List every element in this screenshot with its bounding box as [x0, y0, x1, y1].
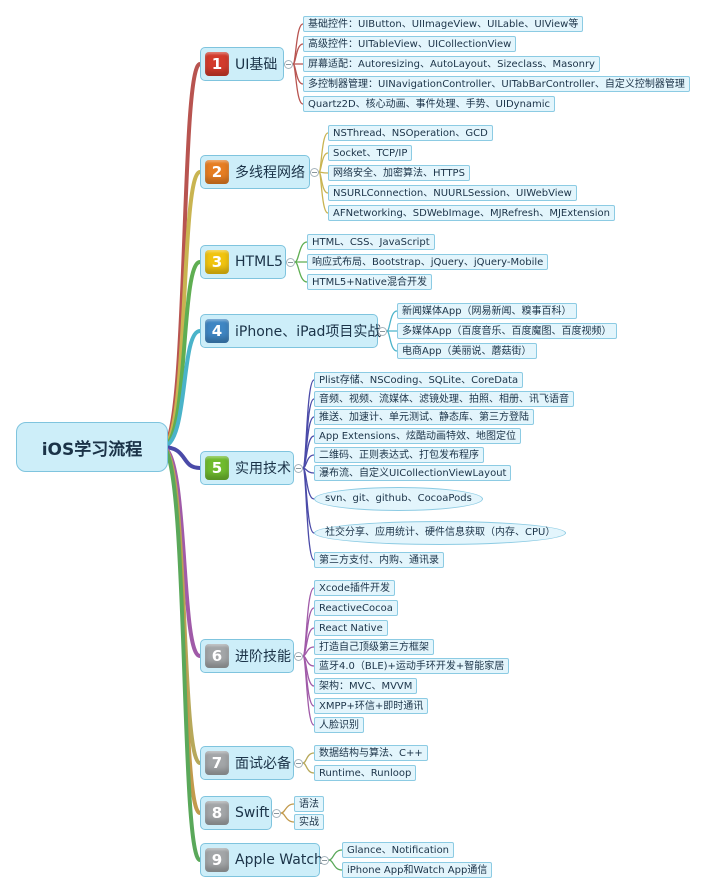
branch-iphone-ipad-projects[interactable]: 4 iPhone、iPad项目实战: [200, 314, 382, 348]
leaf-react-native[interactable]: React Native: [314, 620, 388, 636]
branch-label: 进阶技能: [235, 649, 291, 665]
branch-label: Swift: [235, 805, 270, 821]
leaf-payments[interactable]: 第三方支付、内购、通讯录: [314, 552, 444, 568]
branch-label: iPhone、iPad项目实战: [235, 324, 382, 340]
branch-multithreading-network[interactable]: 2 多线程网络: [200, 155, 310, 189]
collapse-toggle-icon[interactable]: [294, 651, 303, 661]
leaf-social-sharing[interactable]: 社交分享、应用统计、硬件信息获取（内存、CPU）: [314, 521, 567, 545]
branch-leaf-connector: [318, 132, 329, 173]
branch-leaf-connector: [292, 43, 304, 65]
branch-label: 面试必备: [235, 756, 291, 772]
leaf-threads[interactable]: NSThread、NSOperation、GCD: [328, 125, 493, 141]
leaf-advanced-controls[interactable]: 高级控件：UITableView、UICollectionView: [303, 36, 517, 52]
number-badge-4: 4: [205, 319, 229, 343]
branch-practical-tech[interactable]: 5 实用技术: [200, 451, 294, 485]
branch-ui-basics[interactable]: 1 UI基础: [200, 47, 284, 81]
leaf-audio-video[interactable]: 音频、视频、流媒体、滤镜处理、拍照、相册、讯飞语音: [314, 391, 574, 407]
number-badge-7: 7: [205, 751, 229, 775]
number-badge-8: 8: [205, 801, 229, 825]
branch-leaf-connector: [292, 63, 304, 105]
leaf-face-recognition[interactable]: 人脸识别: [314, 717, 364, 733]
leaf-push-testing[interactable]: 推送、加速计、单元测试、静态库、第三方登陆: [314, 409, 534, 425]
branch-leaf-connector: [302, 752, 315, 764]
leaf-runtime[interactable]: Runtime、Runloop: [314, 765, 417, 781]
collapse-toggle-icon[interactable]: [294, 463, 303, 473]
leaf-reactivecocoa[interactable]: ReactiveCocoa: [314, 600, 398, 616]
leaf-html-css-js[interactable]: HTML、CSS、JavaScript: [307, 234, 435, 250]
leaf-app-extensions[interactable]: App Extensions、炫酷动画特效、地图定位: [314, 428, 522, 444]
branch-leaf-connector: [280, 812, 295, 823]
leaf-custom-framework[interactable]: 打造自己顶级第三方框架: [314, 639, 434, 655]
branch-label: Apple Watch: [235, 852, 323, 868]
leaf-media-app[interactable]: 多媒体App（百度音乐、百度魔图、百度视频）: [397, 323, 617, 339]
root-branch-connector: [160, 445, 202, 862]
collapse-toggle-icon[interactable]: [272, 808, 281, 818]
number-badge-5: 5: [205, 456, 229, 480]
leaf-xcode-plugins[interactable]: Xcode插件开发: [314, 580, 395, 596]
leaf-news-app[interactable]: 新闻媒体App（网易新闻、糗事百科）: [397, 303, 577, 319]
branch-leaf-connector: [294, 241, 308, 263]
leaf-responsive-layout[interactable]: 响应式布局、Bootstrap、jQuery、jQuery-Mobile: [307, 254, 549, 270]
root-topic[interactable]: iOS学习流程: [16, 422, 168, 472]
leaf-network-security[interactable]: 网络安全、加密算法、HTTPS: [328, 165, 470, 181]
branch-leaf-connector: [302, 467, 315, 561]
branch-leaf-connector: [328, 859, 343, 871]
branch-label: 实用技术: [235, 461, 291, 477]
collapse-toggle-icon[interactable]: [310, 167, 319, 177]
number-badge-3: 3: [205, 250, 229, 274]
collapse-toggle-icon[interactable]: [320, 855, 329, 865]
branch-leaf-connector: [302, 762, 315, 774]
branch-leaf-connector: [302, 627, 315, 657]
leaf-third-party-libs[interactable]: AFNetworking、SDWebImage、MJRefresh、MJExte…: [328, 205, 615, 221]
number-badge-9: 9: [205, 848, 229, 872]
branch-leaf-connector: [318, 171, 329, 214]
branch-leaf-connector: [294, 261, 308, 283]
number-badge-2: 2: [205, 160, 229, 184]
root-branch-connector: [160, 445, 202, 470]
branch-label: UI基础: [235, 57, 278, 73]
branch-leaf-connector: [386, 310, 398, 332]
leaf-ecommerce-app[interactable]: 电商App（美丽说、蘑菇街）: [397, 343, 537, 359]
collapse-toggle-icon[interactable]: [378, 326, 387, 336]
branch-advanced-skills[interactable]: 6 进阶技能: [200, 639, 294, 673]
leaf-bluetooth[interactable]: 蓝牙4.0（BLE)+运动手环开发+智能家居: [314, 658, 510, 674]
branch-leaf-connector: [280, 803, 295, 814]
branch-apple-watch[interactable]: 9 Apple Watch: [200, 843, 323, 877]
leaf-xmpp[interactable]: XMPP+环信+即时通讯: [314, 698, 429, 714]
number-badge-1: 1: [205, 52, 229, 76]
branch-label: HTML5: [235, 254, 283, 270]
leaf-socket[interactable]: Socket、TCP/IP: [328, 145, 413, 161]
leaf-qrcode-regex[interactable]: 二维码、正则表达式、打包发布程序: [314, 447, 484, 463]
root-topic-label: iOS学习流程: [41, 439, 143, 460]
leaf-glance[interactable]: Glance、Notification: [342, 842, 455, 858]
leaf-architecture[interactable]: 架构：MVC、MVVM: [314, 678, 418, 694]
collapse-toggle-icon[interactable]: [284, 59, 293, 69]
leaf-basic-controls[interactable]: 基础控件：UIButton、UIImageView、UILable、UIView…: [303, 16, 584, 32]
leaf-storage[interactable]: Plist存储、NSCoding、SQLite、CoreData: [314, 372, 524, 388]
collapse-toggle-icon[interactable]: [294, 758, 303, 768]
number-badge-6: 6: [205, 644, 229, 668]
branch-leaf-connector: [302, 655, 315, 726]
branch-leaf-connector: [318, 171, 329, 174]
leaf-screen-adaptation[interactable]: 屏幕适配：Autoresizing、AutoLayout、Sizeclass、M…: [303, 56, 600, 72]
leaf-quartz2d[interactable]: Quartz2D、核心动画、事件处理、手势、UIDynamic: [303, 96, 556, 112]
branch-leaf-connector: [386, 330, 398, 352]
leaf-version-control[interactable]: svn、git、github、CocoaPods: [314, 487, 483, 511]
branch-label: 多线程网络: [235, 165, 305, 181]
leaf-practice[interactable]: 实战: [294, 814, 324, 830]
root-branch-connector: [160, 329, 202, 449]
branch-interview-essentials[interactable]: 7 面试必备: [200, 746, 294, 780]
branch-html5[interactable]: 3 HTML5: [200, 245, 286, 279]
leaf-algorithms[interactable]: 数据结构与算法、C++: [314, 745, 428, 761]
leaf-waterfall-layout[interactable]: 瀑布流、自定义UICollectionViewLayout: [314, 465, 512, 481]
leaf-multi-controller[interactable]: 多控制器管理：UINavigationController、UITabBarCo…: [303, 76, 690, 92]
collapse-toggle-icon[interactable]: [286, 257, 295, 267]
leaf-watch-communication[interactable]: iPhone App和Watch App通信: [342, 862, 493, 878]
leaf-hybrid-dev[interactable]: HTML5+Native混合开发: [307, 274, 432, 290]
leaf-syntax[interactable]: 语法: [294, 796, 324, 812]
leaf-url-connection[interactable]: NSURLConnection、NUURLSession、UIWebView: [328, 185, 577, 201]
branch-leaf-connector: [328, 849, 343, 861]
branch-swift[interactable]: 8 Swift: [200, 796, 272, 830]
